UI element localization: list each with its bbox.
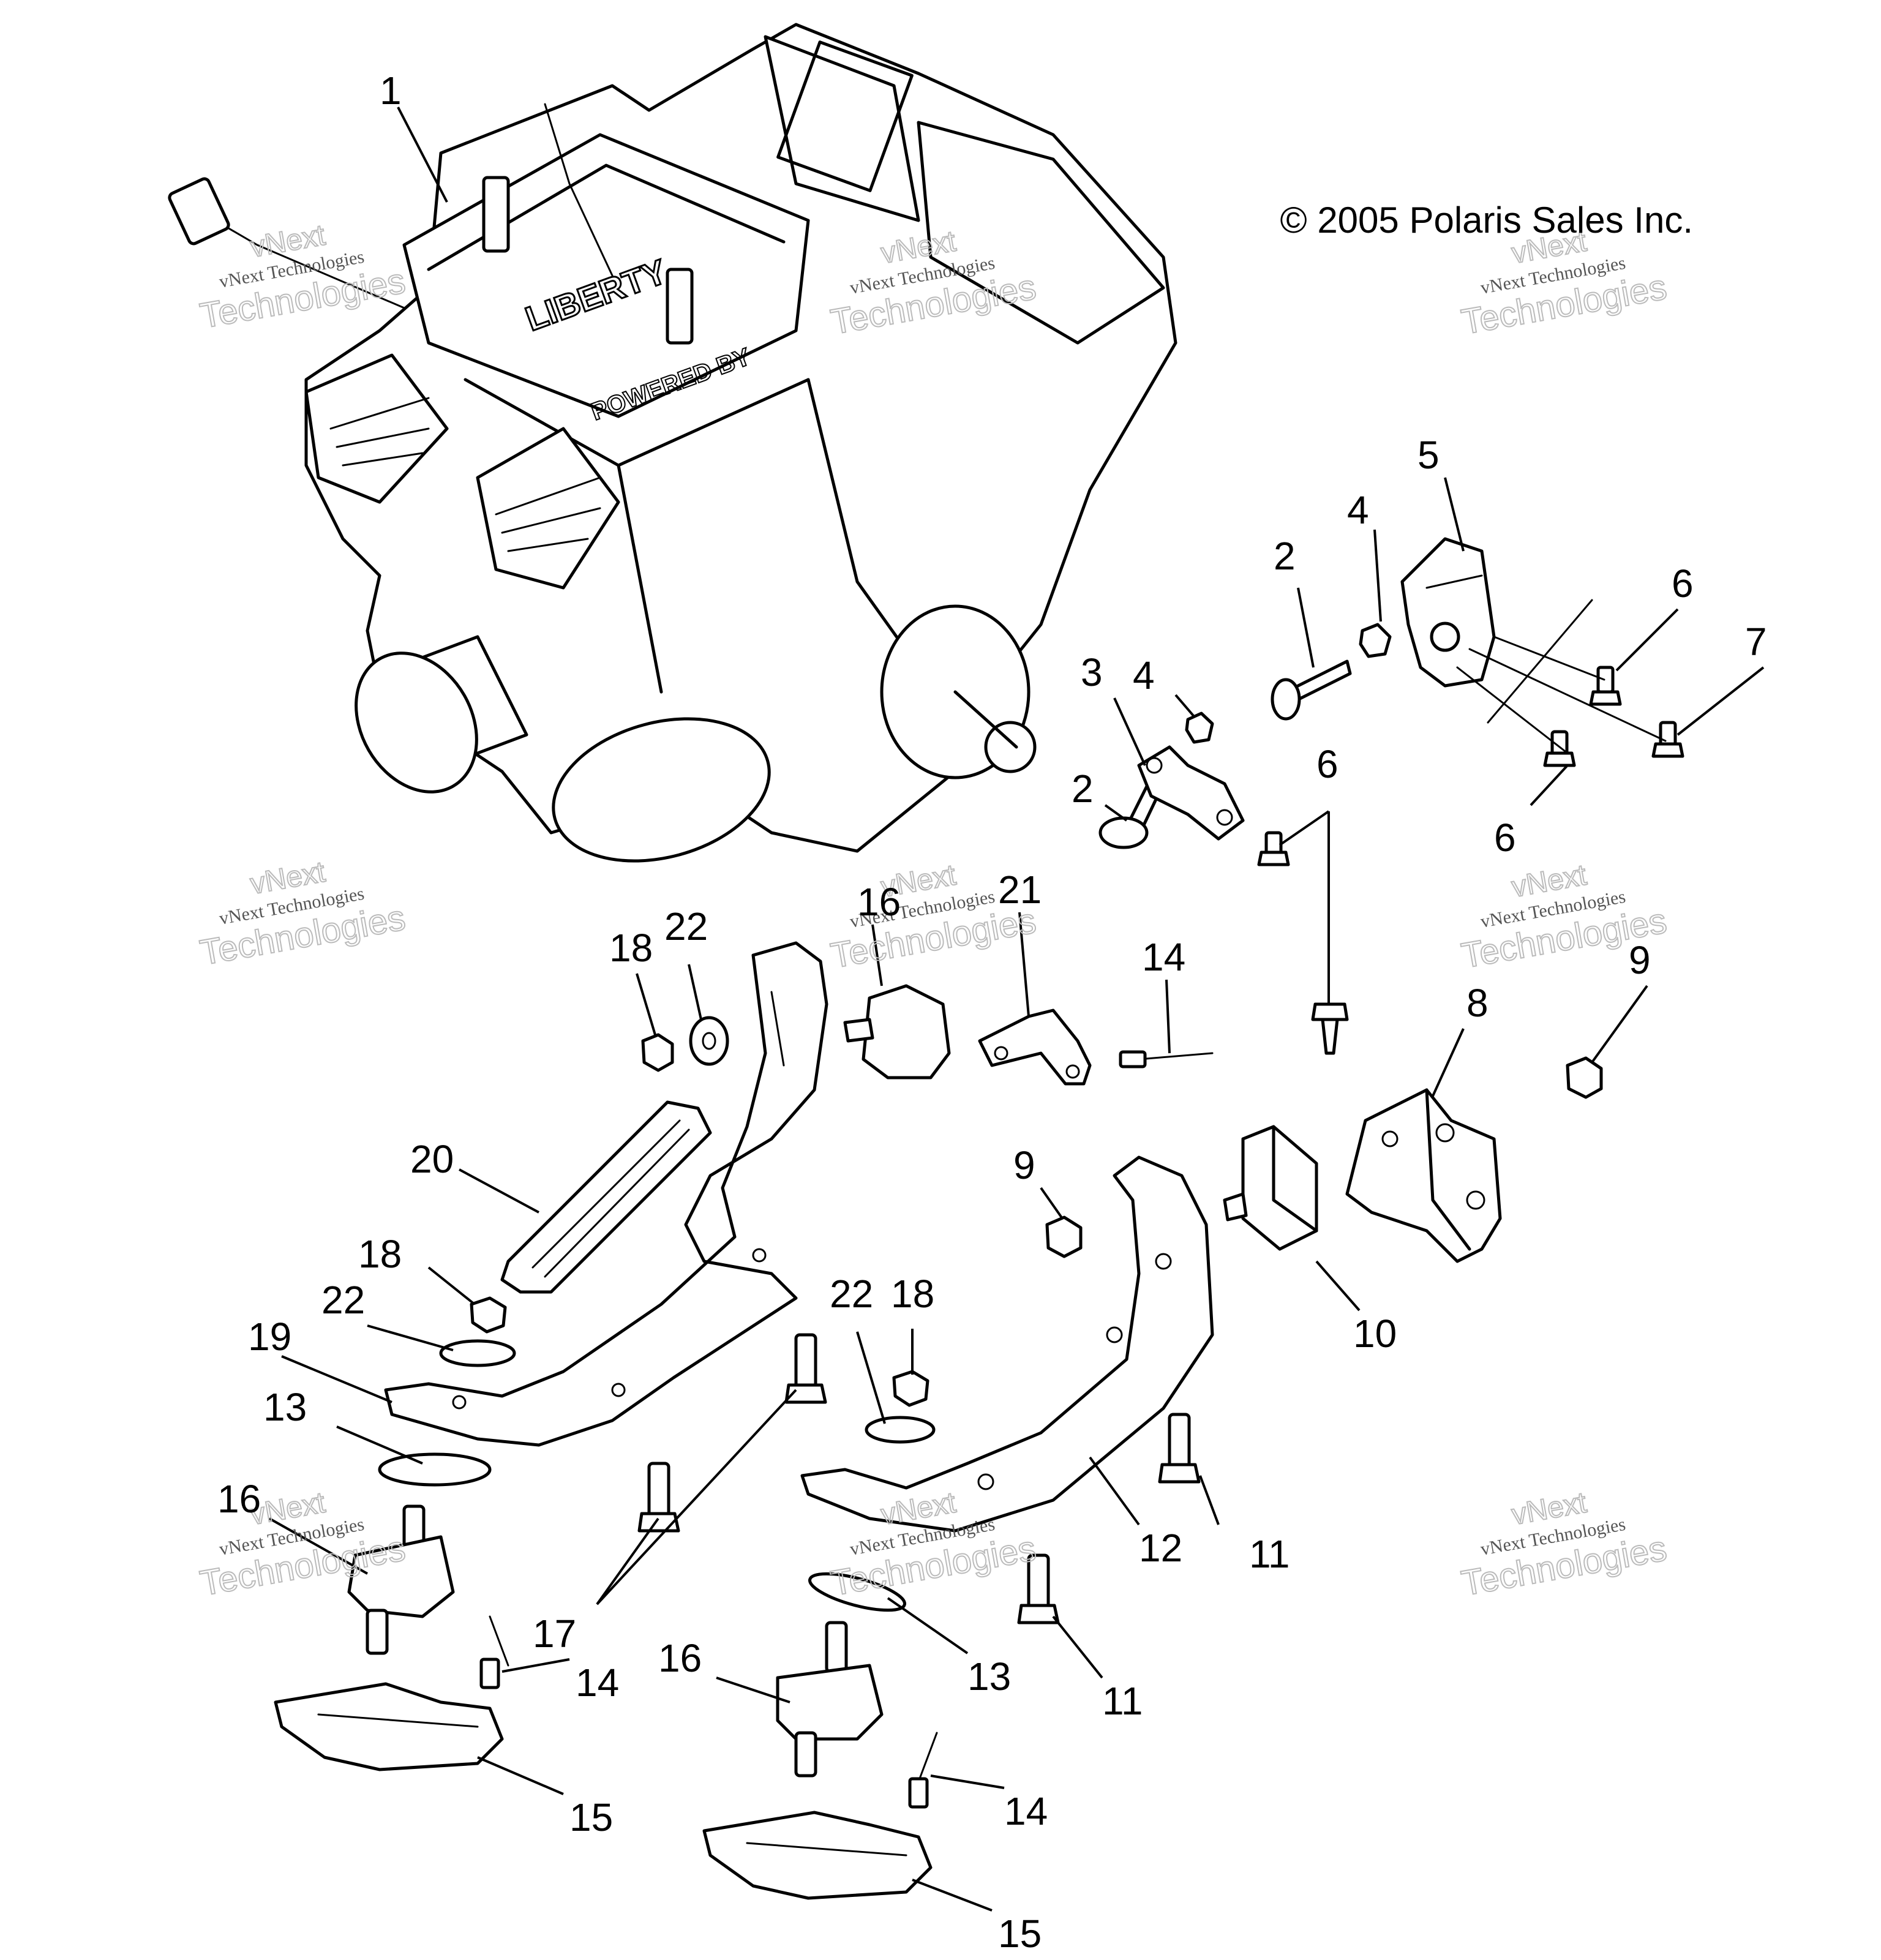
callout-11-upper: 11 <box>1249 1532 1290 1576</box>
callout-14-left: 14 <box>576 1661 619 1705</box>
callout-4-lower: 4 <box>1133 653 1155 697</box>
nut-9-center <box>1045 1215 1083 1258</box>
callout-12: 12 <box>1139 1526 1182 1570</box>
callout-17: 17 <box>533 1612 576 1656</box>
callout-18-left: 18 <box>358 1232 402 1276</box>
bolt-11-lower <box>1017 1553 1060 1624</box>
callout-8: 8 <box>1466 981 1489 1025</box>
bolt-6-top <box>1589 666 1622 706</box>
rivet-14-upper <box>1119 1050 1214 1068</box>
callout-19: 19 <box>248 1315 291 1359</box>
isolator-16-center <box>776 1621 884 1778</box>
bolt-6-mid <box>1257 831 1290 866</box>
callout-2-lower: 2 <box>1072 767 1094 811</box>
nut-9-right <box>1566 1056 1603 1099</box>
callout-22-left: 22 <box>321 1278 365 1322</box>
callout-14-upper: 14 <box>1142 935 1185 979</box>
bolt-11-upper <box>1158 1413 1201 1484</box>
upper-right-hardware <box>1098 537 1684 866</box>
bolt-7 <box>1651 721 1684 758</box>
slide-15-left <box>274 1682 504 1771</box>
slide-15-center <box>702 1811 933 1900</box>
callout-6-right: 6 <box>1494 816 1516 860</box>
callout-7: 7 <box>1745 620 1767 664</box>
nut-18-center <box>892 1370 929 1407</box>
bolt-17-lower <box>637 1462 680 1533</box>
callout-13-left: 13 <box>263 1385 307 1429</box>
callout-9-right: 9 <box>1629 938 1651 982</box>
callout-18-center: 18 <box>891 1272 934 1316</box>
washer-22-left <box>439 1339 516 1367</box>
nut-18-left <box>470 1296 507 1334</box>
callout-11-lower: 11 <box>1102 1679 1143 1723</box>
callout-9-center: 9 <box>1013 1143 1035 1187</box>
callout-16-center: 16 <box>658 1636 702 1680</box>
callout-22-center: 22 <box>830 1272 873 1316</box>
callout-4-upper: 4 <box>1347 488 1369 532</box>
callout-3: 3 <box>1081 650 1103 694</box>
callout-14-center: 14 <box>1004 1789 1048 1833</box>
leader-lines <box>269 107 1765 1912</box>
bolt-2-upper <box>1271 659 1352 721</box>
callout-10: 10 <box>1353 1312 1397 1356</box>
callout-20: 20 <box>410 1137 454 1181</box>
nut-4-lower <box>1185 712 1214 744</box>
callout-1: 1 <box>380 69 402 113</box>
callout-5: 5 <box>1417 433 1440 477</box>
bolt-6-lower <box>1311 1002 1349 1055</box>
bracket-21 <box>978 1008 1092 1086</box>
callout-labels: 1 2 2 3 4 4 5 6 6 6 7 8 9 9 10 11 11 12 … <box>217 69 1767 1956</box>
nut-4-upper <box>1359 623 1392 658</box>
bracket-5 <box>1400 537 1496 688</box>
bracket-12 <box>800 1155 1214 1533</box>
rivet-14-left <box>479 1615 509 1689</box>
callout-15-center: 15 <box>998 1912 1042 1956</box>
callout-18-upper: 18 <box>609 926 653 970</box>
washer-22-upper <box>689 1016 729 1066</box>
bracket-8 <box>1345 1088 1502 1263</box>
callout-15-left: 15 <box>569 1795 613 1839</box>
callout-6-top: 6 <box>1672 561 1694 606</box>
callout-6-mid: 6 <box>1316 742 1338 786</box>
isolator-16-left <box>347 1504 455 1655</box>
bracket-19 <box>384 941 828 1447</box>
watermark-4: vNext vNext Technologies Technologies <box>197 855 409 974</box>
isolator-10 <box>1223 1125 1318 1251</box>
engine-assembly: LIBERTY POWERED BY <box>168 23 1177 863</box>
callout-16-upper: 16 <box>857 880 901 924</box>
callout-13-center: 13 <box>967 1654 1011 1699</box>
callout-2-upper: 2 <box>1274 534 1296 578</box>
nut-18-upper <box>641 1033 674 1072</box>
callout-22-upper: 22 <box>664 904 708 948</box>
bracket-20 <box>500 1100 712 1294</box>
callout-21: 21 <box>998 868 1042 912</box>
bolt-17-upper <box>784 1333 827 1404</box>
middle-hardware <box>641 984 1603 1099</box>
isolator-16-upper <box>843 984 951 1080</box>
watermark-9: vNext vNext Technologies Technologies <box>1458 1486 1670 1604</box>
callout-16-left: 16 <box>217 1477 261 1521</box>
copyright-notice: © 2005 Polaris Sales Inc. <box>1280 200 1693 241</box>
shim-13-left <box>378 1452 492 1487</box>
shim-13-center <box>808 1572 906 1612</box>
bolt-6-right <box>1543 730 1576 767</box>
washer-22-center <box>865 1416 936 1444</box>
rivet-14-center <box>908 1732 938 1809</box>
watermark-3: vNext vNext Technologies Technologies <box>1458 225 1670 343</box>
